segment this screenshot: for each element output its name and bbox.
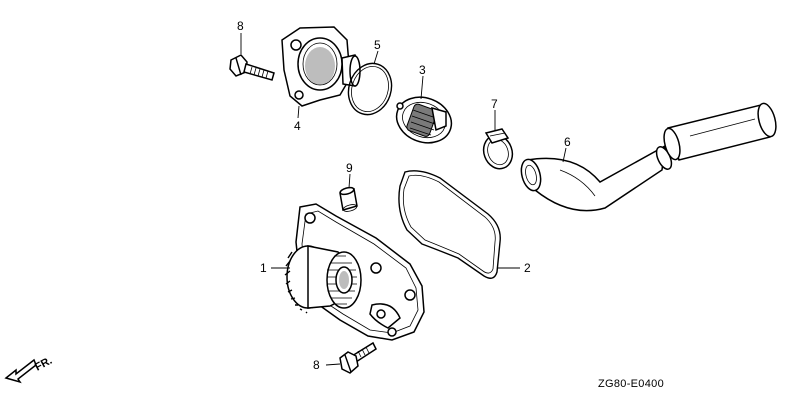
callout-8-bottom: 8 [313, 358, 320, 372]
bolt-bottom [339, 341, 377, 374]
hose-clamp [482, 128, 514, 170]
callout-1: 1 [260, 261, 267, 275]
callout-5: 5 [374, 38, 381, 52]
thermostat-cover [281, 26, 361, 107]
diagram-code: ZG80-E0400 [598, 378, 664, 390]
callout-2: 2 [524, 261, 531, 275]
water-hose [520, 102, 777, 212]
callout-6: 6 [564, 135, 571, 149]
water-pump [284, 203, 425, 341]
callout-3: 3 [419, 63, 426, 77]
pump-gasket [398, 170, 501, 279]
o-ring [347, 62, 393, 116]
callout-8-top: 8 [237, 19, 244, 33]
front-arrow-icon [4, 358, 37, 384]
leader-lines [240, 33, 567, 366]
callout-9: 9 [346, 161, 353, 175]
thermostat [395, 96, 453, 144]
callout-4: 4 [294, 119, 301, 133]
callout-7: 7 [491, 97, 498, 111]
dowel-pin [339, 186, 358, 212]
bolt-top [229, 54, 275, 81]
